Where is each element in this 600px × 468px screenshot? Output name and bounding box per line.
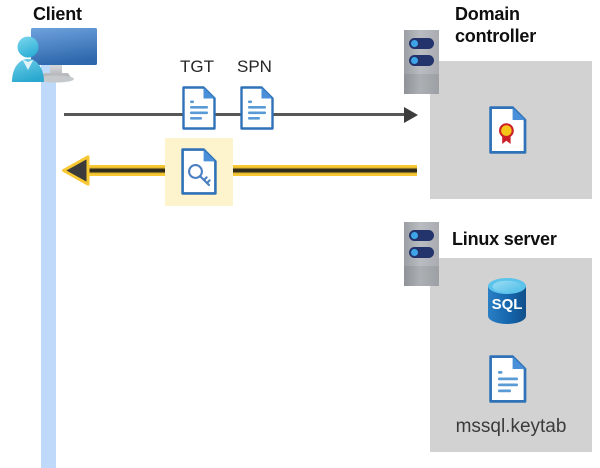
domain-controller-title-line2: controller [455,26,537,46]
linux-server-title: Linux server [452,229,557,249]
workstation-user-icon [8,26,100,88]
spn-document-icon [240,86,274,130]
client-lifeline [41,62,56,468]
keytab-document-icon [489,355,527,403]
key-document-icon [181,148,217,195]
certificate-document-icon [489,106,527,154]
domain-controller-title: Domain controller [455,3,595,47]
spn-label: SPN [237,57,272,76]
tgt-document-icon [182,86,216,130]
domain-controller-title-line1: Domain [455,4,520,24]
keytab-filename-label: mssql.keytab [455,416,567,437]
tgt-label: TGT [180,57,214,76]
response-arrow-line [80,165,417,176]
request-arrow-line [64,113,409,116]
response-arrow-head-icon [62,155,90,186]
domain-controller-server-rack-icon [404,30,439,94]
sql-database-icon: SQL [483,276,531,328]
request-arrow-head-icon [404,107,418,123]
client-title: Client [33,4,82,24]
linux-server-rack-icon [404,222,439,286]
sql-icon-label: SQL [492,296,523,313]
